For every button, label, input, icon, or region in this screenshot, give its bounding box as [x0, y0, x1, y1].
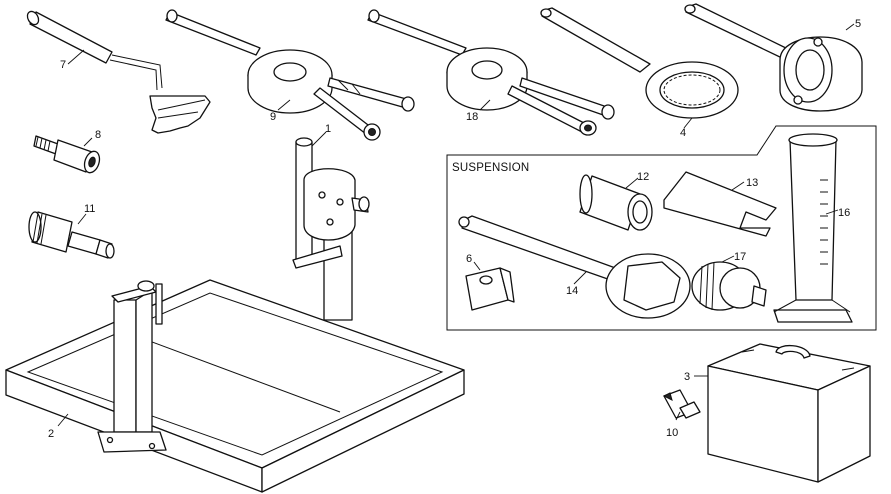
suspension-label: SUSPENSION	[452, 162, 529, 174]
callout-16: 16	[825, 207, 850, 219]
tool-7-handle-comb	[26, 10, 211, 134]
suspension-frame	[446, 125, 877, 331]
tool-18-clamp	[367, 9, 615, 136]
callout-4: 4	[680, 117, 693, 139]
callout-14: 14	[566, 271, 587, 297]
tool-10-valve	[662, 389, 701, 419]
svg-text:13: 13	[746, 177, 758, 189]
callout-1: 1	[311, 123, 331, 147]
tool-9-clamp	[165, 9, 415, 141]
tool-2-tray-stand	[5, 279, 465, 493]
tool-12-sleeve	[579, 174, 653, 231]
tool-5-ring-spanner	[684, 3, 863, 112]
tool-14-spanner	[458, 215, 691, 319]
tool-16-cylinder	[773, 133, 853, 323]
svg-text:5: 5	[855, 18, 861, 30]
callout-5: 5	[845, 18, 861, 31]
svg-text:3: 3	[684, 371, 690, 383]
svg-text:18: 18	[466, 111, 478, 123]
svg-text:8: 8	[95, 129, 101, 141]
callout-11: 11	[77, 203, 95, 225]
tool-13-plate	[663, 171, 777, 237]
tool-11-adapter	[28, 211, 115, 259]
svg-text:1: 1	[325, 123, 331, 135]
callout-7: 7	[60, 49, 85, 71]
tool-6-block	[465, 267, 515, 311]
callout-17: 17	[721, 251, 746, 263]
svg-text:9: 9	[270, 111, 276, 123]
tool-4-ring-spanner	[540, 7, 739, 119]
callout-9: 9	[270, 99, 291, 123]
svg-text:6: 6	[466, 253, 472, 265]
callout-2: 2	[48, 413, 69, 440]
callout-10: 10	[666, 411, 681, 439]
callout-3: 3	[684, 371, 708, 383]
tool-1-stand	[292, 137, 370, 321]
tool-3-case	[707, 343, 871, 483]
callout-13: 13	[731, 177, 758, 191]
callout-6: 6	[466, 253, 481, 271]
svg-text:10: 10	[666, 427, 678, 439]
tool-8-fitting	[33, 135, 101, 174]
svg-text:17: 17	[734, 251, 746, 263]
callout-8: 8	[83, 129, 101, 147]
svg-text:16: 16	[838, 207, 850, 219]
svg-text:4: 4	[680, 127, 686, 139]
svg-text:7: 7	[60, 59, 66, 71]
callout-12: 12	[625, 171, 649, 189]
svg-text:14: 14	[566, 285, 578, 297]
svg-text:12: 12	[637, 171, 649, 183]
svg-text:11: 11	[84, 203, 95, 215]
tool-17-threaded-ring	[691, 261, 767, 311]
callout-18: 18	[466, 99, 491, 123]
svg-text:2: 2	[48, 428, 54, 440]
suspension-group-box: SUSPENSION	[446, 125, 877, 331]
